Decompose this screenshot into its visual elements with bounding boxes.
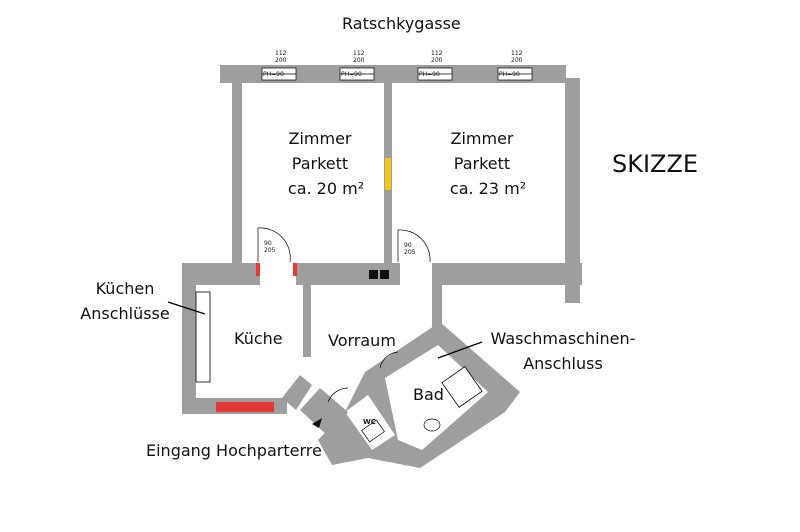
wall-kitchen-vorraum	[303, 285, 311, 357]
wall-mid-horizontal-3	[432, 263, 582, 285]
annotation-kuechen-line2: Anschlüsse	[80, 304, 170, 323]
door-2-top: 90	[404, 242, 412, 249]
wall-mid-horizontal-2	[296, 263, 400, 285]
room-zimmer-right-line1: Zimmer	[450, 129, 514, 148]
sink	[423, 418, 441, 432]
radiator-mark-1	[256, 263, 260, 276]
window-1	[261, 67, 297, 81]
room-bad: Bad	[413, 385, 444, 404]
wall-top	[220, 65, 538, 83]
room-wc: WC	[363, 418, 376, 426]
window-3-ph: PH=90	[419, 71, 440, 78]
room-zimmer-left: Zimmer Parkett ca. 20 m²	[270, 126, 370, 201]
door-2-bottom: 205	[404, 249, 416, 256]
wall-right	[565, 78, 580, 303]
wall-right-top	[538, 65, 566, 83]
window-3-top: 112	[431, 50, 443, 57]
pointer-wasch	[437, 341, 483, 359]
window-2	[339, 67, 375, 81]
radiator-mark-2	[293, 263, 297, 276]
wc-floor	[345, 395, 395, 450]
door-arc-1	[257, 227, 291, 263]
room-zimmer-left-line2: Parkett	[291, 154, 349, 173]
wall-left-zimmer	[232, 83, 242, 263]
room-kueche: Küche	[234, 329, 283, 348]
door-1-top: 90	[264, 240, 272, 247]
annotation-eingang: Eingang Hochparterre	[146, 441, 322, 460]
wall-mid-horizontal	[182, 263, 260, 285]
annotation-wasch: Waschmaschinen- Anschluss	[488, 326, 638, 376]
radiator-bottom	[216, 402, 274, 412]
window-4-top: 112	[511, 50, 523, 57]
window-4	[497, 67, 533, 81]
window-1-ph: PH=90	[263, 71, 284, 78]
street-name: Ratschkygasse	[342, 14, 461, 33]
window-3	[417, 67, 453, 81]
door-1-bottom: 205	[264, 247, 276, 254]
skizze-stamp: SKIZZE	[612, 150, 699, 178]
shaft-1	[369, 270, 378, 279]
window-4-ph: PH=90	[499, 71, 520, 78]
room-zimmer-right: Zimmer Parkett ca. 23 m²	[432, 126, 532, 201]
window-4-bottom: 200	[511, 57, 523, 64]
door-arc-4	[379, 351, 399, 369]
entrance-arrow	[312, 418, 322, 428]
window-2-bottom: 200	[353, 57, 365, 64]
door-arc-3	[327, 387, 349, 403]
room-zimmer-left-line3: ca. 20 m²	[287, 179, 365, 198]
toilet	[361, 419, 385, 443]
wall-entry-stairs	[300, 388, 348, 438]
annotation-kuechen-line1: Küchen	[95, 279, 155, 298]
shaft-2	[380, 270, 389, 279]
annotation-wasch-line2: Anschluss	[523, 354, 603, 373]
room-zimmer-right-line3: ca. 23 m²	[449, 179, 527, 198]
room-zimmer-right-line2: Parkett	[453, 154, 511, 173]
wall-left-kitchen	[182, 285, 196, 413]
kitchen-counter	[195, 291, 211, 383]
annotation-wasch-line1: Waschmaschinen-	[490, 329, 636, 348]
room-zimmer-left-line1: Zimmer	[288, 129, 352, 148]
wall-slant-entry	[282, 375, 312, 410]
pointer-kuechen	[167, 301, 206, 315]
window-1-top: 112	[275, 50, 287, 57]
door-arc-2	[397, 229, 431, 263]
wall-vorraum-right	[432, 285, 442, 333]
window-1-bottom: 200	[275, 57, 287, 64]
window-3-bottom: 200	[431, 57, 443, 64]
annotation-kuechen: Küchen Anschlüsse	[80, 276, 170, 326]
room-vorraum: Vorraum	[328, 331, 396, 350]
window-2-top: 112	[353, 50, 365, 57]
window-2-ph: PH=90	[341, 71, 362, 78]
yellow-mark	[385, 158, 391, 190]
bathtub	[441, 366, 483, 408]
